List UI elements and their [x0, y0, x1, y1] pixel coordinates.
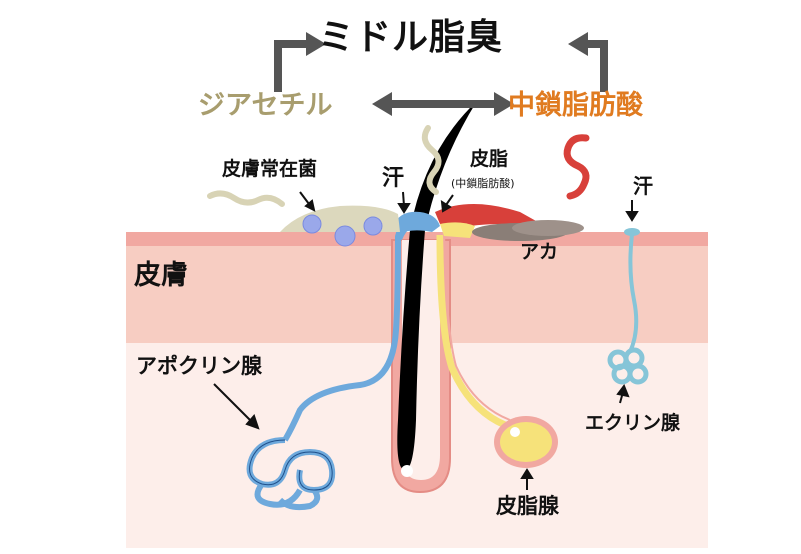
label-skin-bacteria: 皮膚常在菌 — [222, 158, 318, 180]
bacteria-wavy — [207, 190, 285, 207]
label-sebum: 皮脂 — [470, 148, 509, 170]
hair-bulb-highlight — [401, 465, 413, 477]
sebaceous-duct — [436, 234, 507, 429]
aka-dirt-2 — [512, 220, 584, 236]
right-bracket-arrowhead — [568, 32, 588, 56]
apocrine-duct — [282, 235, 401, 442]
eccrine-gland — [607, 347, 649, 385]
label-aka: アカ — [520, 241, 559, 263]
sebum-red-layer — [435, 204, 545, 226]
left-bracket-arrow — [274, 40, 310, 92]
right-bracket-arrow — [584, 40, 608, 92]
sebaceous-gland-highlight — [510, 427, 520, 437]
pointer-arrows — [213, 191, 639, 490]
compound-label-fatty-acid: 中鎖脂肪酸 — [508, 90, 643, 121]
sebaceous-gland — [500, 422, 552, 462]
diacetyl-wavy — [421, 125, 442, 195]
double-arrow-head-right — [494, 92, 514, 116]
label-apocrine-gland: アポクリン腺 — [136, 354, 262, 378]
sweat-pool — [393, 211, 440, 234]
double-arrow-head-left — [372, 92, 392, 116]
fatty-acid-wavy — [563, 134, 590, 200]
apocrine-gland-outline — [249, 439, 333, 491]
hair-shaft — [397, 101, 477, 470]
label-skin: 皮膚 — [134, 260, 188, 291]
bacteria-cluster — [302, 214, 383, 247]
left-bracket-arrowhead — [306, 32, 326, 56]
eccrine-duct — [628, 233, 639, 353]
label-sweat-top: 汗 — [382, 166, 405, 191]
eccrine-pore — [624, 228, 640, 236]
compound-label-diacetyl: ジアセチル — [198, 90, 333, 121]
double-arrow-bar — [388, 100, 498, 108]
sebaceous-duct-outline — [443, 231, 511, 421]
label-sebaceous-gland: 皮脂腺 — [496, 494, 559, 518]
label-eccrine-gland: エクリン腺 — [585, 412, 681, 434]
sebum-yellow-layer — [440, 222, 475, 238]
label-sweat-right: 汗 — [633, 174, 653, 198]
page-title: ミドル脂臭 — [318, 17, 504, 58]
label-sebum-subtitle: (中鎖脂肪酸) — [451, 177, 515, 190]
